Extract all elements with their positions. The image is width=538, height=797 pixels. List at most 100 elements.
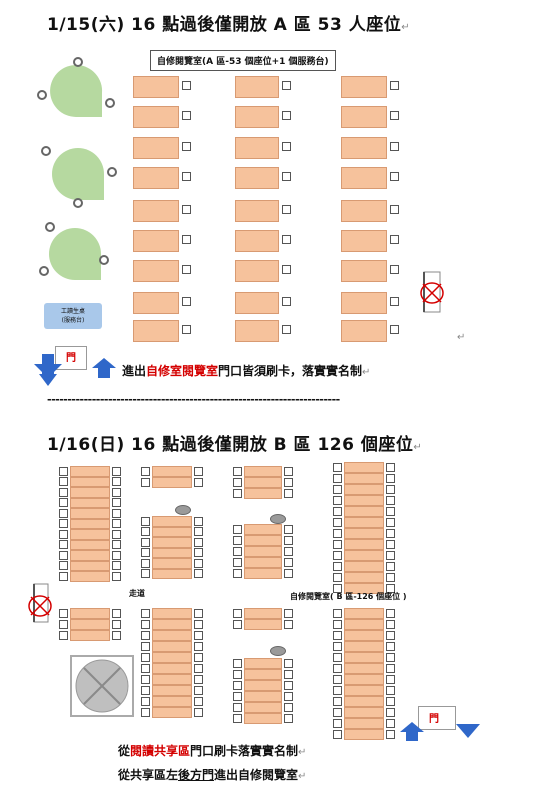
chair [390, 235, 399, 244]
desk [133, 137, 179, 159]
chair [182, 172, 191, 181]
round-table-1 [37, 57, 115, 117]
chair [333, 496, 342, 505]
chair [112, 609, 121, 618]
chair [194, 675, 203, 684]
chair [112, 631, 121, 640]
chair [333, 584, 342, 593]
desk [344, 630, 384, 641]
chair [386, 474, 395, 483]
chair [233, 489, 242, 498]
chair [390, 265, 399, 274]
chair [386, 675, 395, 684]
chair [182, 142, 191, 151]
desk [244, 466, 282, 477]
desk [341, 106, 387, 128]
desk [344, 484, 384, 495]
chair [390, 142, 399, 151]
desk [244, 477, 282, 488]
chair [141, 631, 150, 640]
desk [133, 167, 179, 189]
desk [244, 713, 282, 724]
desk [244, 702, 282, 713]
desk [344, 583, 384, 594]
desk [344, 707, 384, 718]
desk [152, 663, 192, 674]
door-b-arrows [400, 722, 480, 741]
desk [344, 572, 384, 583]
desk [344, 517, 384, 528]
chair [233, 659, 242, 668]
desk [152, 477, 192, 488]
desk [341, 137, 387, 159]
chair [333, 463, 342, 472]
chair [333, 474, 342, 483]
chair [390, 111, 399, 120]
chair [112, 477, 121, 487]
desk [341, 292, 387, 314]
chair [282, 265, 291, 274]
chair [333, 573, 342, 582]
chair [282, 325, 291, 334]
chair [233, 547, 242, 556]
chair [386, 631, 395, 640]
chair [141, 642, 150, 651]
desk [152, 641, 192, 652]
chair [141, 609, 150, 618]
chair [59, 609, 68, 618]
section-a-note: 進出自修室閱覽室門口皆須刷卡，落實實名制↵ [122, 364, 371, 378]
chair [141, 569, 150, 579]
chair [182, 235, 191, 244]
desk [133, 320, 179, 342]
chair [282, 297, 291, 306]
chair [233, 569, 242, 578]
section-a-room-label: 自修閱覽室(A 區-53 個座位+1 個服務台) [150, 50, 336, 71]
section-b-heading: 1/16(日) 16 點過後僅開放 B 區 126 個座位↵ [47, 435, 423, 455]
desk [133, 292, 179, 314]
chair [333, 653, 342, 662]
chair [194, 708, 203, 717]
stool [270, 646, 286, 656]
chair [233, 536, 242, 545]
chair [333, 529, 342, 538]
desk [70, 560, 110, 571]
chair [386, 529, 395, 538]
chair [112, 540, 121, 550]
chair [59, 540, 68, 550]
desk [152, 537, 192, 548]
chair [233, 670, 242, 679]
chair [333, 686, 342, 695]
desk [152, 674, 192, 685]
chair [59, 508, 68, 518]
chair [333, 562, 342, 571]
chair [284, 536, 293, 545]
round-tables [37, 57, 117, 280]
chair [233, 681, 242, 690]
chair [141, 467, 150, 476]
desk [244, 524, 282, 535]
chair [59, 620, 68, 629]
chair [182, 297, 191, 306]
arrow-down-icon [34, 364, 62, 378]
desk [344, 506, 384, 517]
chair [112, 519, 121, 529]
desk [70, 487, 110, 498]
stool [270, 514, 286, 524]
chair [390, 205, 399, 214]
round-table-3 [39, 222, 109, 280]
desk [70, 508, 110, 519]
chair [386, 697, 395, 706]
chair [141, 527, 150, 537]
desk [70, 539, 110, 550]
desk [341, 230, 387, 252]
chair [333, 551, 342, 560]
door-a: 門 [55, 346, 87, 370]
desk [235, 167, 279, 189]
desk [244, 669, 282, 680]
desk [70, 550, 110, 561]
desk [152, 608, 192, 619]
chair [386, 518, 395, 527]
desk [244, 608, 282, 619]
chair [59, 487, 68, 497]
chair [333, 730, 342, 739]
